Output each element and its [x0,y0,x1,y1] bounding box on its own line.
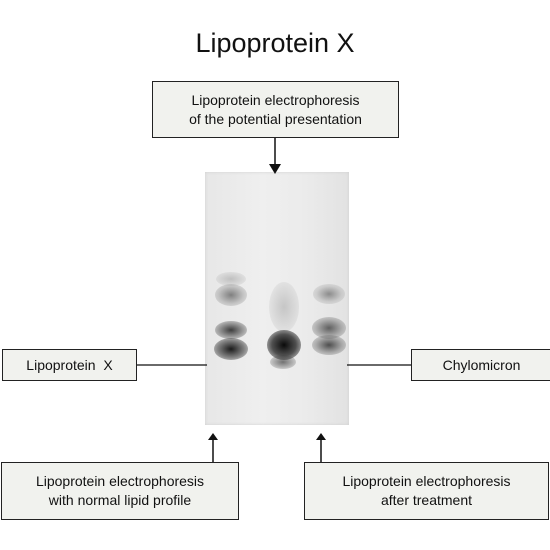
figure-title: Lipoprotein X [195,28,355,58]
lane1-band-top2 [216,272,246,286]
lane2-band-lower [270,355,296,369]
lane3-band-top [313,284,345,304]
top-label-line-1: Lipoprotein electrophoresis [191,91,360,108]
bottom-right-label-line-2: after treatment [380,492,473,508]
lane2-smear [269,282,299,332]
lane3-band-bottom [312,335,346,355]
top-arrow-head [269,164,281,174]
bottom-left-label-line-1: Lipoprotein electrophoresis [35,473,205,489]
top-label-box: Lipoprotein electrophoresis of the poten… [152,81,399,138]
lane1-band-bottom [214,338,248,360]
bottom-left-label-line-2: with normal lipid profile [48,492,192,508]
top-label-line-2: of the potential presentation [189,110,362,127]
bottom-right-label-line-1: Lipoprotein electrophoresis [342,473,511,489]
lane1-band-middle [215,321,247,339]
lane1-band-top [215,284,247,306]
lane3-band-middle [312,317,346,339]
electrophoresis-gel-image [205,172,349,425]
right-label-box: Chylomicron [411,349,550,381]
left-label: Lipoprotein X [26,356,113,373]
bottom-left-label-box: Lipoprotein electrophoresis with normal … [1,462,239,520]
bottom-right-label-box: Lipoprotein electrophoresis after treatm… [304,462,549,520]
left-label-box: Lipoprotein X [2,349,137,381]
bottom-left-arrow-head [208,433,218,440]
right-label: Chylomicron [442,356,521,373]
bottom-right-arrow-head [316,433,326,440]
